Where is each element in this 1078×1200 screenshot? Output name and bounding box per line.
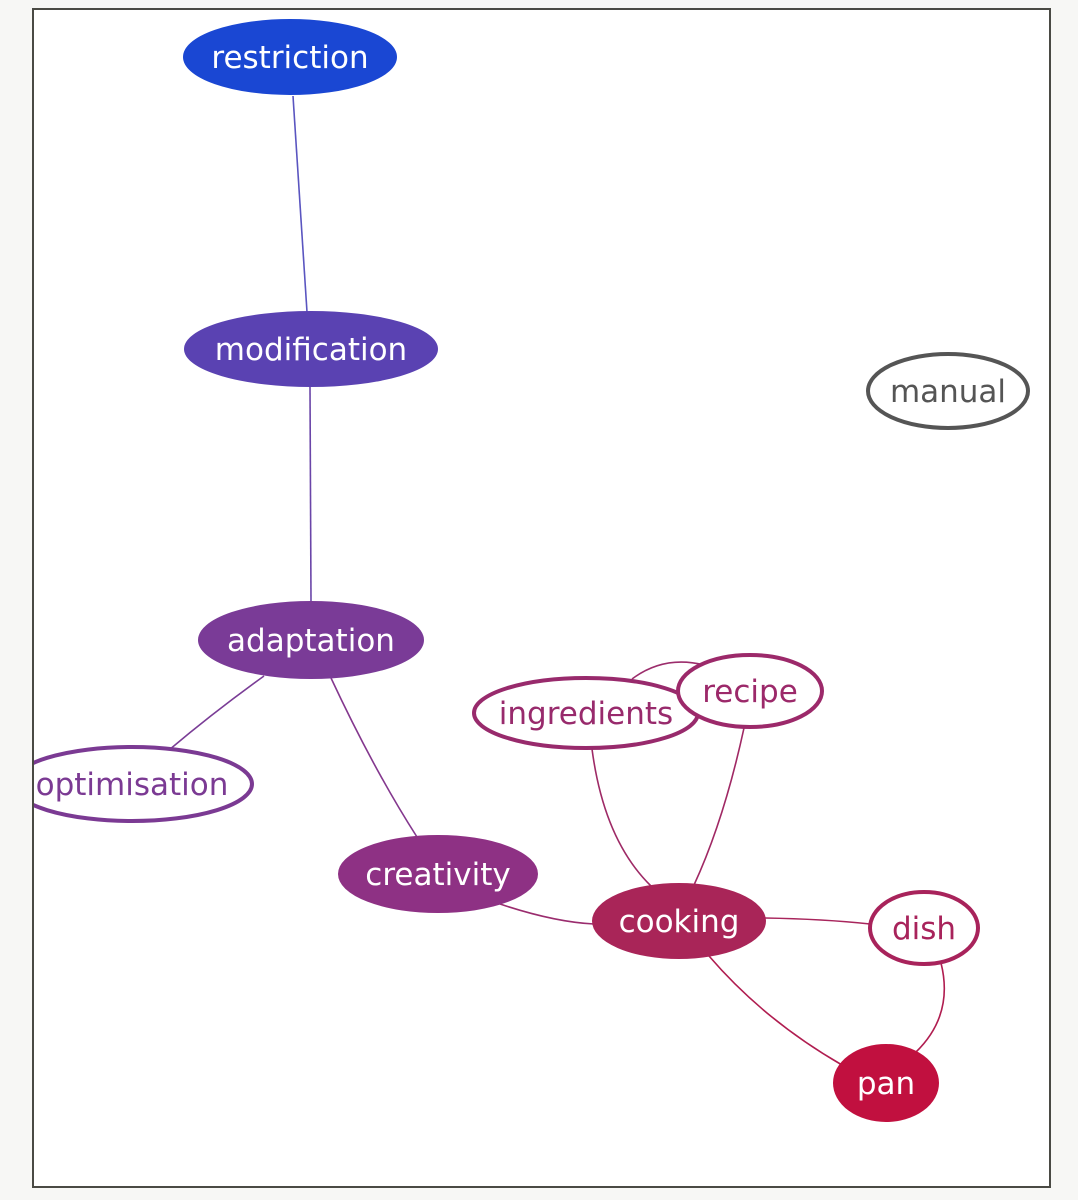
node-shape-manual[interactable]	[866, 352, 1030, 430]
edges-layer	[168, 95, 946, 1066]
node-ingredients[interactable]: ingredients	[472, 676, 700, 750]
node-label-pan: pan	[857, 1066, 915, 1102]
node-label-restriction: restriction	[211, 40, 368, 76]
edge-cooking-pan	[708, 955, 843, 1066]
node-label-ingredients: ingredients	[499, 696, 673, 732]
node-dish[interactable]: dish	[868, 890, 980, 966]
node-creativity[interactable]: creativity	[338, 835, 538, 913]
edge-ingredients-recipe	[631, 661, 705, 680]
edge-ingredients-cooking	[591, 748, 652, 887]
node-adaptation[interactable]: adaptation	[198, 601, 424, 679]
edge-adaptation-creativity	[330, 677, 418, 838]
node-shape-adaptation[interactable]	[198, 601, 424, 679]
node-optimisation[interactable]: optimisation	[34, 745, 254, 823]
node-cooking[interactable]: cooking	[592, 883, 766, 959]
edge-recipe-cooking	[693, 727, 745, 886]
edge-cooking-dish	[764, 917, 871, 925]
edge-adaptation-optimisation	[168, 675, 265, 751]
node-shape-optimisation[interactable]	[34, 745, 254, 823]
node-label-manual: manual	[890, 374, 1006, 410]
node-label-modification: modification	[215, 332, 407, 368]
edge-modification-adaptation	[309, 386, 312, 603]
node-label-cooking: cooking	[619, 904, 740, 940]
node-label-recipe: recipe	[702, 674, 798, 710]
node-label-creativity: creativity	[365, 857, 510, 893]
node-label-optimisation: optimisation	[36, 767, 229, 803]
node-shape-restriction[interactable]	[183, 19, 397, 95]
node-restriction[interactable]: restriction	[183, 19, 397, 95]
graph-canvas: restriction modification manual adaptation o…	[32, 8, 1051, 1188]
concept-network-graph: restriction modification manual adaptation o…	[34, 19, 1030, 1122]
node-shape-dish[interactable]	[868, 890, 980, 966]
node-modification[interactable]: modification	[184, 311, 438, 387]
node-shape-pan[interactable]	[833, 1044, 939, 1122]
node-shape-creativity[interactable]	[338, 835, 538, 913]
node-pan[interactable]: pan	[833, 1044, 939, 1122]
edge-creativity-cooking	[499, 903, 595, 925]
node-shape-recipe[interactable]	[676, 653, 824, 729]
nodes-layer: restriction modification manual adaptation o…	[34, 19, 1030, 1122]
node-shape-cooking[interactable]	[592, 883, 766, 959]
node-shape-modification[interactable]	[184, 311, 438, 387]
node-label-dish: dish	[892, 911, 956, 947]
node-manual[interactable]: manual	[866, 352, 1030, 430]
node-recipe[interactable]: recipe	[676, 653, 824, 729]
edge-dish-pan	[915, 962, 946, 1053]
edge-restriction-modification	[292, 95, 308, 313]
node-label-adaptation: adaptation	[227, 623, 395, 659]
